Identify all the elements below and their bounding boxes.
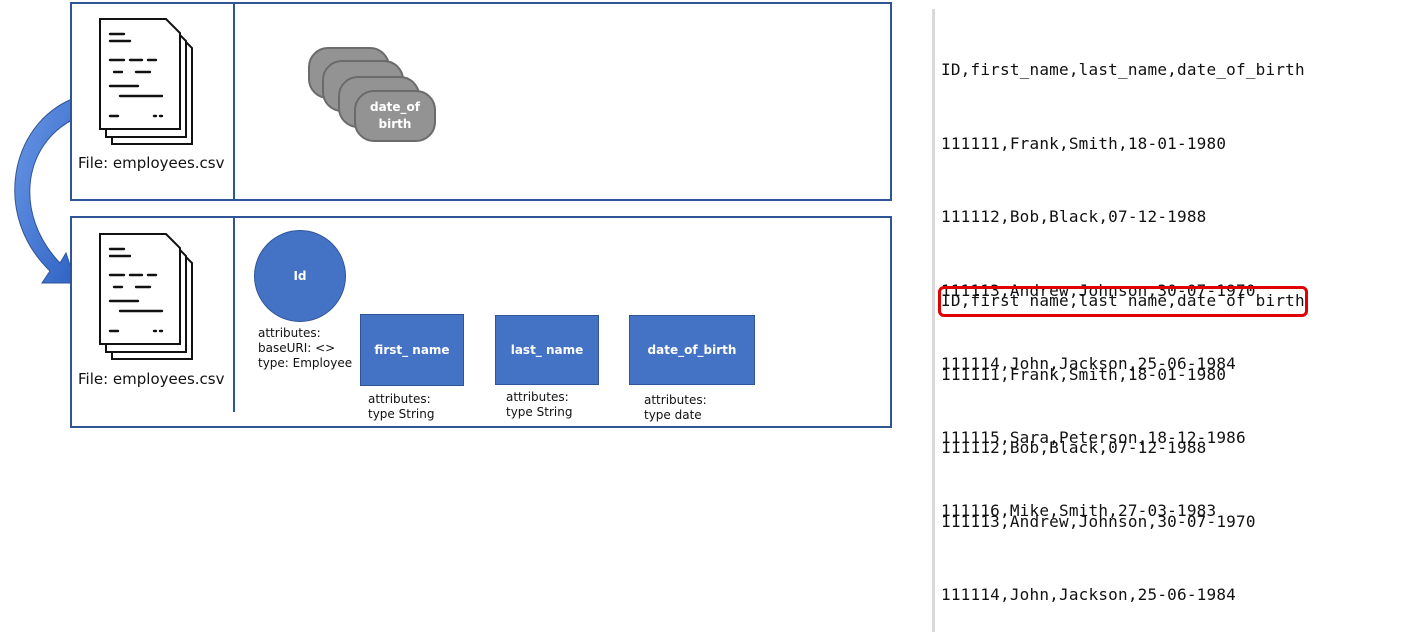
last-name-node: last_ name: [495, 315, 599, 385]
attr-line: type: Employee: [258, 356, 353, 370]
curved-arrow-icon: [14, 98, 77, 284]
attr-line: attributes:: [368, 392, 431, 406]
document-stack-icon: [96, 14, 206, 149]
date-of-birth-node: date_of_birth: [629, 315, 755, 385]
node-label: date_of_birth: [647, 343, 737, 357]
csv-row: 111114,John,Jackson,25-06-1984: [941, 585, 1236, 604]
date-of-birth-attributes: attributes: type date: [644, 393, 707, 423]
attr-line: attributes:: [258, 326, 321, 340]
csv-row: 111111,Frank,Smith,18-01-1980: [941, 364, 1227, 384]
first-name-node: first_ name: [360, 314, 464, 386]
node-label: last_ name: [510, 343, 584, 357]
attr-line: type String: [368, 407, 435, 421]
id-node-label: Id: [293, 269, 307, 283]
csv-row: 111114,John,Jackson,25-06-1984: [941, 354, 1236, 373]
csv-text-bottom: ID,first name,last name,date of birth 11…: [932, 240, 1308, 632]
panel-divider: [233, 4, 235, 199]
stacked-node-front: [354, 90, 436, 142]
attr-line: type String: [506, 405, 573, 419]
csv-row: 111112,Bob,Black,07-12-1988: [941, 207, 1207, 226]
csv-row: 111113,Andrew,Johnson,30-07-1970: [941, 511, 1256, 531]
file-label: File: employees.csv: [78, 370, 225, 388]
attr-line: attributes:: [644, 393, 707, 407]
attr-line: type date: [644, 408, 702, 422]
file-label: File: employees.csv: [78, 154, 225, 172]
document-stack-icon: [96, 229, 206, 364]
attr-line: baseURI: <>: [258, 341, 336, 355]
csv-header-line-highlighted: ID,first name,last name,date of birth: [938, 286, 1308, 317]
attr-line: attributes:: [506, 390, 569, 404]
csv-row: 111112,Bob,Black,07-12-1988: [941, 438, 1207, 457]
node-label: first_ name: [374, 343, 450, 357]
id-node: Id: [254, 230, 346, 322]
first-name-attributes: attributes: type String: [368, 392, 434, 422]
id-node-attributes: attributes: baseURI: <> type: Employee: [258, 326, 352, 371]
csv-row: 111111,Frank,Smith,18-01-1980: [941, 133, 1227, 153]
csv-header-line: ID,first_name,last_name,date_of_birth: [941, 60, 1305, 79]
stacked-node-label: date_of birth: [369, 100, 421, 131]
top-panel: File: employees.csv date_of birth: [70, 2, 892, 201]
bottom-panel: File: employees.csv Id attributes: baseU…: [70, 216, 892, 428]
panel-divider: [233, 218, 235, 412]
csv-row: 111113,Andrew,Johnson,30-07-1970: [941, 280, 1256, 300]
last-name-attributes: attributes: type String: [506, 390, 572, 420]
